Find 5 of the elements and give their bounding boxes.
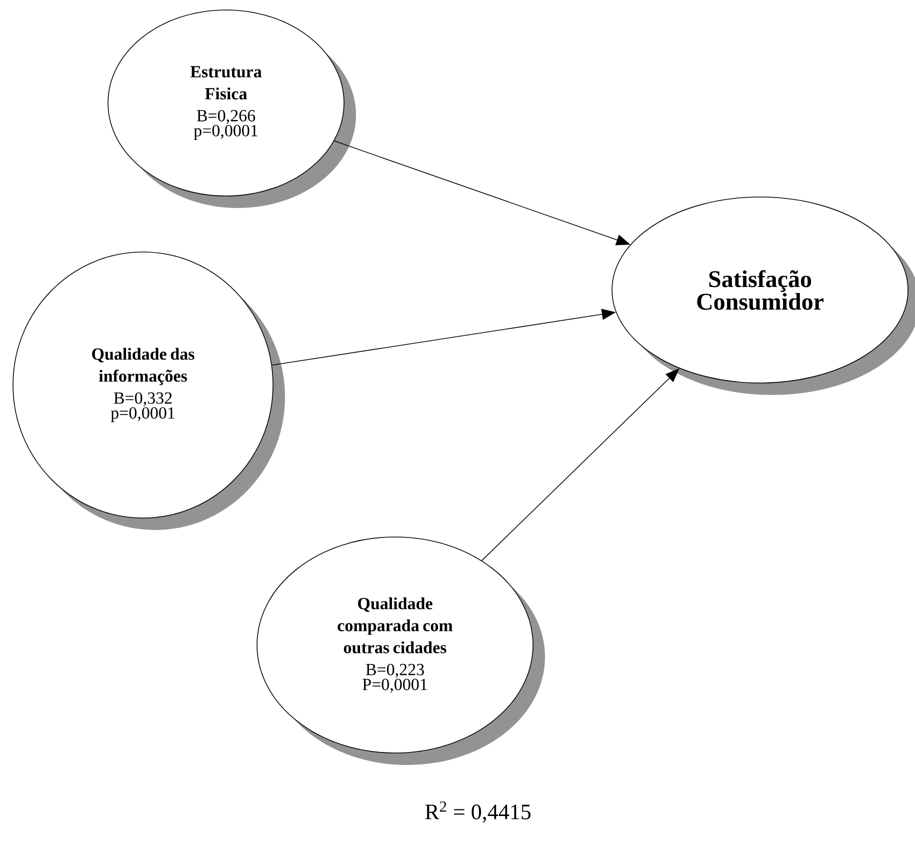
ellipse-node: Estrutura Fisica B=0,266 p=0,0001 <box>108 10 356 208</box>
ellipse-node: Satisfação Consumidor <box>612 196 915 395</box>
ellipse-node: Qualidade das informações B=0,332 p=0,0001 <box>12 252 285 530</box>
ellipse-node: Qualidade comparada com outras cidades B=0,223 P=0,0001 <box>256 536 545 765</box>
r-squared-label: R$^{2}$ = 0,4415 <box>425 801 531 823</box>
